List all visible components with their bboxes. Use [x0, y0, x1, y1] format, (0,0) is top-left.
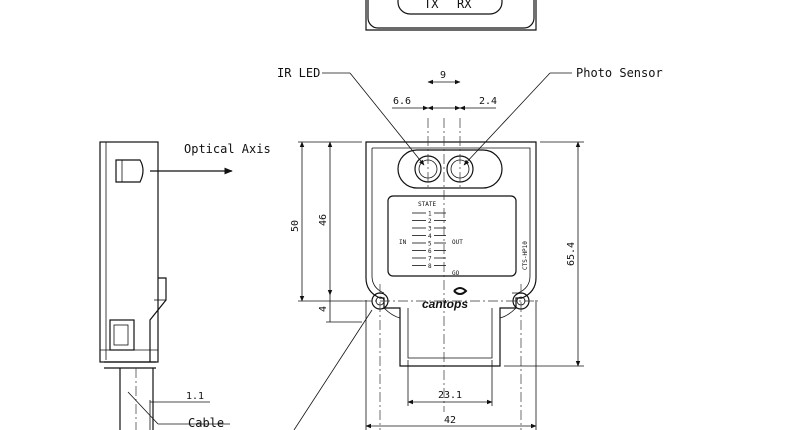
- optical-axis-label: Optical Axis: [184, 142, 271, 156]
- tx-label: TX: [424, 0, 439, 11]
- model-label: CTS-HP10: [522, 241, 529, 270]
- ir-led-label: IR LED: [277, 66, 320, 80]
- rx-label: RX: [457, 0, 472, 11]
- photo-sensor-label: Photo Sensor: [576, 66, 663, 80]
- panel-go-label: GO: [452, 270, 460, 277]
- scale-number: 7: [428, 256, 432, 263]
- sensor-body-outline: [365, 141, 537, 367]
- ir-led-leader: [349, 72, 425, 166]
- top-view: TX RX: [365, 0, 537, 31]
- dim-50: 50: [290, 220, 301, 232]
- brand-logo: cantops: [422, 287, 468, 311]
- photo-sensor-leader: [463, 72, 551, 166]
- scale-number: 4: [428, 233, 432, 240]
- indicator-panel: [387, 195, 517, 277]
- dim-2-4: 2.4: [479, 96, 497, 107]
- scale-number: 3: [428, 226, 432, 233]
- dim-9: 9: [440, 70, 446, 81]
- dim-65-4: 65.4: [566, 242, 577, 266]
- dim-42: 42: [444, 415, 456, 426]
- lens-window: [397, 149, 503, 189]
- dim-23-1: 23.1: [438, 390, 462, 401]
- panel-in-label: IN: [399, 239, 407, 246]
- panel-state-label: STATE: [418, 201, 436, 208]
- dim-4: 4: [318, 306, 329, 312]
- scale-number: 2: [428, 218, 432, 225]
- scale-number: 5: [428, 241, 432, 248]
- scale-number: 1: [428, 211, 432, 218]
- leaders: IR LED Photo Sensor: [277, 66, 663, 430]
- dim-1-1: 1.1: [186, 391, 204, 402]
- scale-number: 8: [428, 263, 432, 270]
- dim-6-6: 6.6: [393, 96, 411, 107]
- scale-number: 6: [428, 248, 432, 255]
- dimensions: 9 6.6 2.4 50 46 4 65.4 23.1 42: [290, 70, 584, 430]
- panel-out-label: OUT: [452, 239, 463, 246]
- brand-name: cantops: [422, 297, 468, 311]
- dim-46: 46: [318, 214, 329, 226]
- side-view: Optical Axis 1.1 Cable: [99, 141, 271, 430]
- cable-label: Cable: [188, 416, 224, 430]
